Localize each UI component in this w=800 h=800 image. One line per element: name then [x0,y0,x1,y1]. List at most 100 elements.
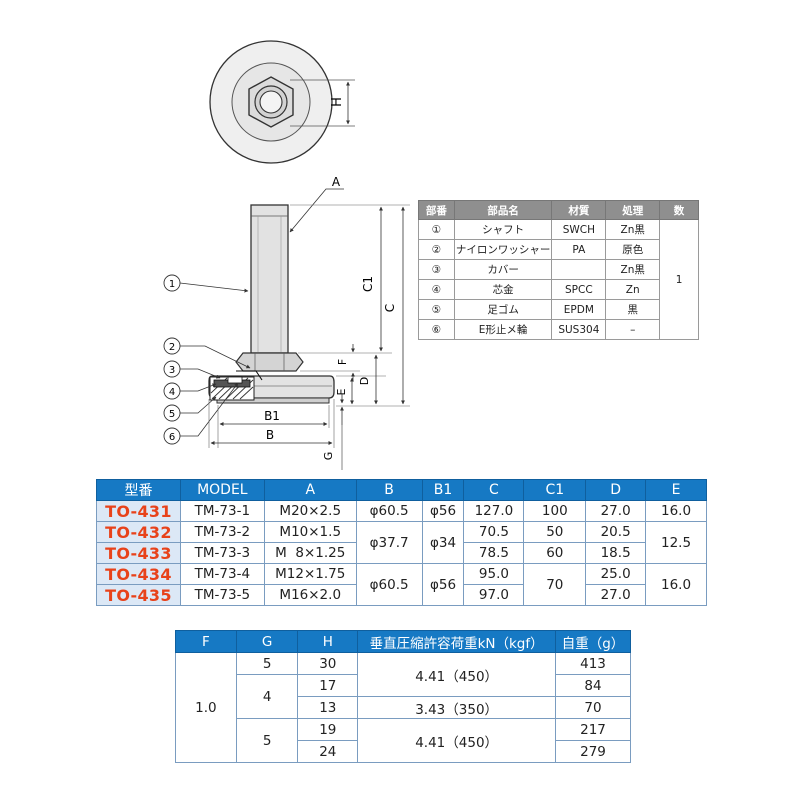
table-row: 1.0 5 30 4.41（450） 413 [175,652,631,763]
parts-header-part-no: 部番 [418,200,455,220]
load-header-h: H [297,630,359,653]
load-header-allowable-load: 垂直圧縮許容荷重kN（kgf） [357,630,557,653]
h-cell: 24 [297,740,359,763]
technical-drawing: H 1 2 [163,40,410,470]
callout-4: 4 [169,387,175,398]
g-cell: 5 [235,718,299,763]
d-cell: 27.0 [585,584,647,606]
part-no: ① [418,219,455,240]
part-name: E形止メ輪 [453,319,553,340]
callout-1: 1 [169,279,175,290]
part-material: EPDM [551,299,607,320]
spec-header-b1: B1 [421,479,465,501]
part-material: SPCC [551,279,607,300]
table-row: 4 17 84 [176,674,631,719]
d-cell: 20.5 [585,521,647,543]
load-header-row: F G H 垂直圧縮許容荷重kN（kgf） 自重（g） [175,630,631,653]
model-cell: TM-73-2 [179,521,265,543]
load-table: F G H 垂直圧縮許容荷重kN（kgf） 自重（g） 1.0 5 30 4.4… [175,630,631,763]
dim-label-b1: B1 [264,409,280,423]
part-name: ナイロンワッシャー [453,239,553,260]
weight-cell: 84 [555,674,631,697]
e-cell: 12.5 [645,521,707,564]
c1-cell: 50 [523,521,587,543]
part-no: ③ [418,259,455,280]
d-cell: 18.5 [585,542,647,564]
dim-label-e: E [335,388,348,395]
part-material: SUS304 [551,319,607,340]
part-quantity: 1 [659,219,699,340]
part-name: 足ゴム [453,299,553,320]
model-cell: TM-73-3 [179,542,265,564]
load-cell: 3.43（350） [357,696,557,719]
spec-table: 型番 MODEL A B B1 C C1 D E TO-431 TM-73-1 … [96,479,707,606]
part-name: カバー [453,259,553,280]
c-cell: 95.0 [463,563,525,585]
weight-cell: 70 [555,696,631,719]
g-cell: 4 [235,674,299,719]
part-material: SWCH [551,219,607,240]
b-cell: φ60.5 [355,563,423,606]
table-row: TO-434 TM-73-4 M12×1.75 φ60.5 φ56 95.0 7… [96,563,707,606]
part-no: ④ [418,279,455,300]
part-no: ⑥ [418,319,455,340]
table-row: 24 279 [176,740,631,763]
callout-6: 6 [169,432,175,443]
b1-cell: φ56 [421,563,465,606]
thread-cell: M10×1.5 [263,521,357,543]
part-finish: Zn黒 [605,259,661,280]
table-row: 13 3.43（350） 70 [176,696,631,719]
spec-header-code: 型番 [96,479,181,501]
parts-header-material: 材質 [551,200,607,220]
load-header-f: F [175,630,237,653]
dim-label-a: A [332,175,341,189]
parts-header-part-name: 部品名 [453,200,553,220]
parts-header-qty: 数 [659,200,699,220]
model-cell: TM-73-5 [179,584,265,606]
part-finish: Zn黒 [605,219,661,240]
part-finish: Zn [605,279,661,300]
e-cell: 16.0 [645,500,707,522]
thread-cell: M20×2.5 [263,500,357,522]
weight-cell: 413 [555,652,631,675]
h-cell: 19 [297,718,359,741]
part-no: ⑤ [418,299,455,320]
weight-cell: 217 [555,718,631,741]
parts-header-finish: 処理 [605,200,661,220]
part-material: PA [551,239,607,260]
part-name: 芯金 [453,279,553,300]
table-row: ④ 芯金 SPCC Zn [418,279,699,300]
table-row: ② ナイロンワッシャー PA 原色 [418,239,699,260]
callout-2: 2 [169,342,175,353]
side-view: 1 2 3 4 5 6 A C1 C F D [163,175,410,470]
product-code: TO-435 [96,584,181,606]
parts-table: 部番 部品名 材質 処理 数 ① シャフト SWCH Zn黒 1 ② ナイロンワ… [418,200,699,340]
model-cell: TM-73-4 [179,563,265,585]
dim-label-c: C [383,304,397,312]
b-cell: φ60.5 [355,500,423,522]
callout-5: 5 [169,409,175,420]
table-row: ③ カバー Zn黒 [418,259,699,280]
b-cell: φ37.7 [355,521,423,564]
f-cell: 1.0 [175,652,237,763]
table-row: ⑥ E形止メ輪 SUS304 – [418,319,699,340]
product-code: TO-434 [96,563,181,585]
h-cell: 17 [297,674,359,697]
b1-cell: φ34 [421,521,465,564]
spec-header-b: B [355,479,423,501]
dim-label-h: H [330,97,345,107]
d-cell: 25.0 [585,563,647,585]
spec-header-c: C [463,479,525,501]
d-cell: 27.0 [585,500,647,522]
spec-header-row: 型番 MODEL A B B1 C C1 D E [96,479,707,501]
dim-label-d: D [358,377,371,385]
b1-cell: φ56 [421,500,465,522]
model-cell: TM-73-1 [179,500,265,522]
part-no: ② [418,239,455,260]
load-cell: 4.41（450） [357,718,557,763]
g-cell: 5 [235,652,299,675]
top-view: H [209,40,355,164]
load-header-g: G [235,630,299,653]
table-row: TO-432 TM-73-2 M10×1.5 φ37.7 φ34 70.5 50… [96,521,707,564]
part-material [551,259,607,280]
